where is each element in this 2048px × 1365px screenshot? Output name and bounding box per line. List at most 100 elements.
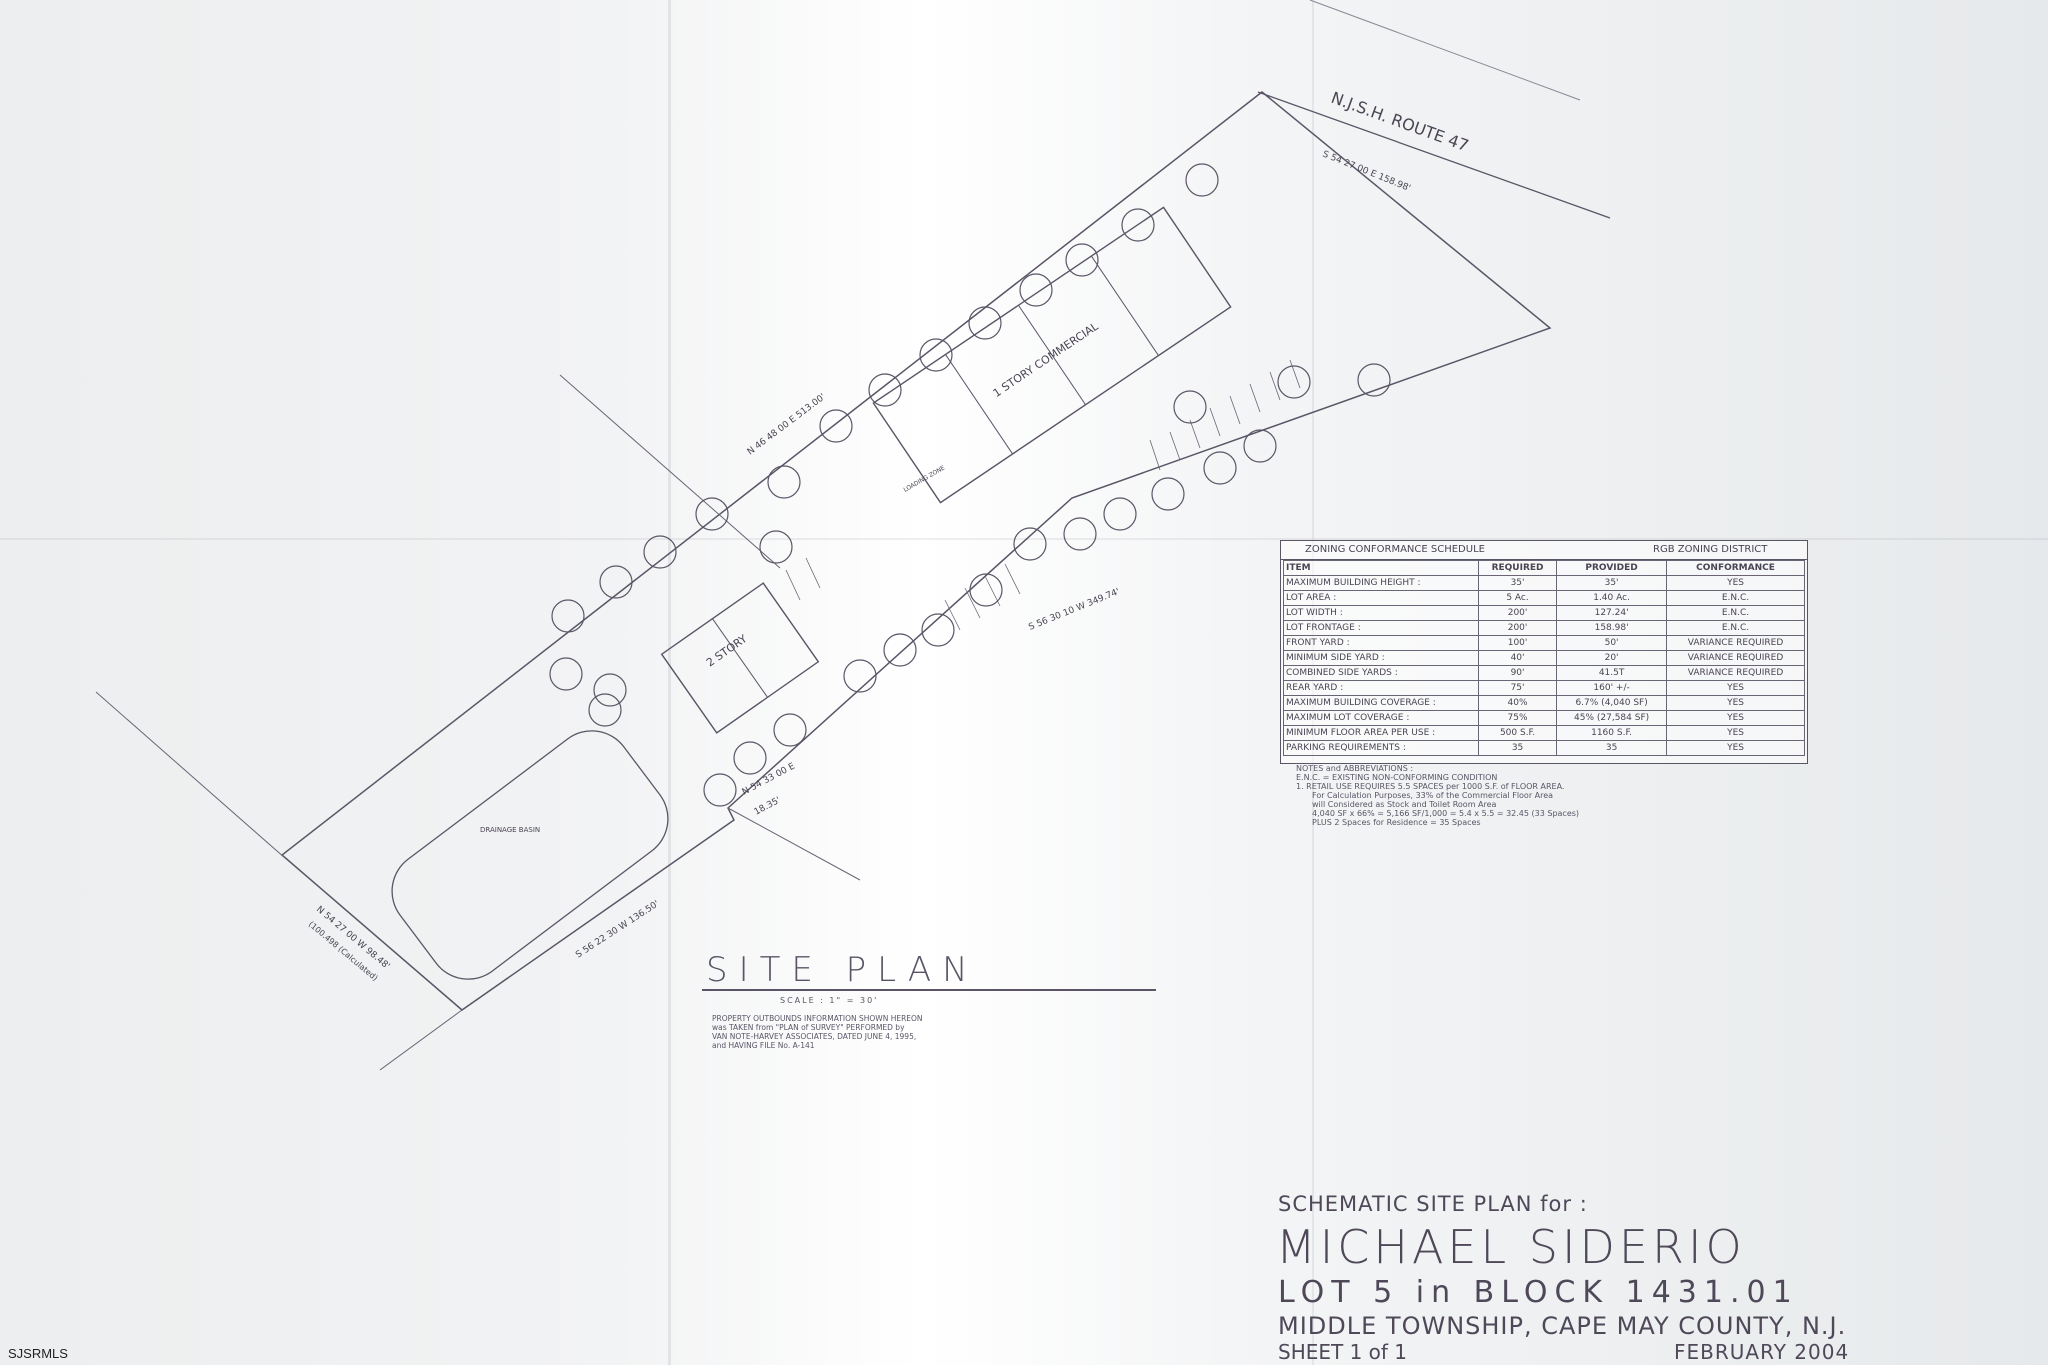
note-line: 4,040 SF x 66% = 5,166 SF/1,000 = 5.4 x … xyxy=(1312,809,1580,818)
bearing-rear: S 56 22 30 W 136.50' xyxy=(574,899,661,960)
property-note-line: VAN NOTE-HARVEY ASSOCIATES, DATED JUNE 4… xyxy=(712,1032,917,1041)
site-plan-title: SITE PLAN xyxy=(706,950,979,990)
bearing-southeast: S 56 30 10 W 349.74' xyxy=(1027,587,1121,633)
col-item: ITEM xyxy=(1283,560,1479,576)
fold-crease xyxy=(0,538,2048,540)
note-line: E.N.C. = EXISTING NON-CONFORMING CONDITI… xyxy=(1296,773,1498,782)
schedule-cell-item: MAXIMUM BUILDING HEIGHT : xyxy=(1283,575,1479,591)
schedule-cell-item: LOT WIDTH : xyxy=(1283,605,1479,621)
schedule-cell-provided: 45% (27,584 SF) xyxy=(1556,710,1668,726)
property-note-line: was TAKEN from "PLAN of SURVEY" PERFORME… xyxy=(712,1023,905,1032)
schedule-cell-required: 100' xyxy=(1477,635,1558,651)
col-required: REQUIRED xyxy=(1477,560,1558,576)
schedule-cell-conformance: VARIANCE REQUIRED xyxy=(1666,650,1805,666)
schedule-cell-item: COMBINED SIDE YARDS : xyxy=(1283,665,1479,681)
schedule-cell-item: REAR YARD : xyxy=(1283,680,1479,696)
schedule-cell-conformance: E.N.C. xyxy=(1666,590,1805,606)
drainage-label: DRAINAGE BASIN xyxy=(480,826,540,834)
schedule-cell-conformance: VARIANCE REQUIRED xyxy=(1666,635,1805,651)
schedule-cell-item: MINIMUM SIDE YARD : xyxy=(1283,650,1479,666)
property-note: PROPERTY OUTBOUNDS INFORMATION SHOWN HER… xyxy=(712,1014,942,1050)
schedule-cell-required: 5 Ac. xyxy=(1477,590,1558,606)
schedule-cell-item: LOT AREA : xyxy=(1283,590,1479,606)
note-line: NOTES and ABBREVIATIONS : xyxy=(1296,764,1414,773)
schedule-cell-conformance: E.N.C. xyxy=(1666,605,1805,621)
schedule-row: MAXIMUM BUILDING HEIGHT :35'35'YES xyxy=(1283,575,1805,591)
schedule-cell-conformance: YES xyxy=(1666,680,1805,696)
commercial-label: 1 STORY COMMERCIAL xyxy=(991,319,1102,400)
property-boundary xyxy=(280,91,1552,1011)
schedule-cell-provided: 35' xyxy=(1556,575,1668,591)
title-block-owner: MICHAEL SIDERIO xyxy=(1276,1220,1746,1274)
mls-watermark: SJSRMLS xyxy=(8,1346,68,1361)
note-line: 1. RETAIL USE REQUIRES 5.5 SPACES per 10… xyxy=(1296,782,1565,791)
schedule-cell-provided: 127.24' xyxy=(1556,605,1668,621)
schedule-row: FRONT YARD :100'50'VARIANCE REQUIRED xyxy=(1283,635,1805,651)
schedule-cell-conformance: YES xyxy=(1666,695,1805,711)
schedule-cell-provided: 35 xyxy=(1556,740,1668,756)
road-label: N.J.S.H. ROUTE 47 xyxy=(1329,88,1472,155)
schedule-cell-provided: 1.40 Ac. xyxy=(1556,590,1668,606)
title-block-location: MIDDLE TOWNSHIP, CAPE MAY COUNTY, N.J. xyxy=(1278,1312,1847,1340)
schedule-row: MAXIMUM BUILDING COVERAGE :40%6.7% (4,04… xyxy=(1283,695,1805,711)
schedule-title: ZONING CONFORMANCE SCHEDULE xyxy=(1305,544,1485,555)
schedule-cell-required: 90' xyxy=(1477,665,1558,681)
loading-label: LOADING ZONE xyxy=(903,464,947,493)
schedule-cell-item: PARKING REQUIREMENTS : xyxy=(1283,740,1479,756)
fold-crease xyxy=(668,0,671,1365)
schedule-cell-provided: 6.7% (4,040 SF) xyxy=(1556,695,1668,711)
commercial-building-1: 1 STORY COMMERCIAL xyxy=(872,206,1232,504)
note-line: PLUS 2 Spaces for Residence = 35 Spaces xyxy=(1312,818,1481,827)
two-story-label: 2 STORY xyxy=(704,632,750,669)
schedule-cell-required: 500 S.F. xyxy=(1477,725,1558,741)
zoning-schedule: ZONING CONFORMANCE SCHEDULE RGB ZONING D… xyxy=(1280,540,1808,764)
schedule-cell-item: LOT FRONTAGE : xyxy=(1283,620,1479,636)
schedule-cell-required: 35' xyxy=(1477,575,1558,591)
schedule-cell-required: 200' xyxy=(1477,620,1558,636)
schedule-cell-provided: 20' xyxy=(1556,650,1668,666)
schedule-cell-required: 40' xyxy=(1477,650,1558,666)
schedule-row: REAR YARD :75'160' +/-YES xyxy=(1283,680,1805,696)
schedule-cell-conformance: YES xyxy=(1666,575,1805,591)
road-edge xyxy=(1309,0,1581,101)
schedule-row: LOT FRONTAGE :200'158.98'E.N.C. xyxy=(1283,620,1805,636)
schedule-cell-conformance: YES xyxy=(1666,740,1805,756)
schedule-cell-provided: 160' +/- xyxy=(1556,680,1668,696)
schedule-table: ITEM REQUIRED PROVIDED CONFORMANCE MAXIM… xyxy=(1283,560,1805,756)
schedule-row: MINIMUM SIDE YARD :40'20'VARIANCE REQUIR… xyxy=(1283,650,1805,666)
property-note-line: PROPERTY OUTBOUNDS INFORMATION SHOWN HER… xyxy=(712,1014,923,1023)
schedule-cell-required: 40% xyxy=(1477,695,1558,711)
bearing-frontage: S 54 27 00 E 158.98' xyxy=(1321,150,1412,194)
schedule-cell-required: 200' xyxy=(1477,605,1558,621)
title-block-date: FEBRUARY 2004 xyxy=(1674,1340,1850,1364)
note-line: For Calculation Purposes, 33% of the Com… xyxy=(1312,791,1554,800)
schedule-notes: NOTES and ABBREVIATIONS :E.N.C. = EXISTI… xyxy=(1296,764,1696,827)
schedule-cell-item: MAXIMUM BUILDING COVERAGE : xyxy=(1283,695,1479,711)
schedule-cell-required: 75% xyxy=(1477,710,1558,726)
bearing-jog-dist: 18.35' xyxy=(753,796,783,818)
col-conformance: CONFORMANCE xyxy=(1666,560,1805,576)
schedule-row: LOT AREA :5 Ac.1.40 Ac.E.N.C. xyxy=(1283,590,1805,606)
bearing-jog: N 54 33 00 E xyxy=(741,761,797,797)
schedule-cell-conformance: YES xyxy=(1666,725,1805,741)
title-block-lot: LOT 5 in BLOCK 1431.01 xyxy=(1278,1275,1799,1310)
site-plan-scale: SCALE : 1" = 30' xyxy=(780,996,879,1005)
schedule-cell-provided: 50' xyxy=(1556,635,1668,651)
schedule-cell-required: 75' xyxy=(1477,680,1558,696)
schedule-cell-provided: 1160 S.F. xyxy=(1556,725,1668,741)
schedule-row: LOT WIDTH :200'127.24'E.N.C. xyxy=(1283,605,1805,621)
schedule-header: ZONING CONFORMANCE SCHEDULE RGB ZONING D… xyxy=(1281,541,1807,560)
schedule-cell-provided: 41.5T xyxy=(1556,665,1668,681)
title-block-heading: SCHEMATIC SITE PLAN for : xyxy=(1278,1192,1588,1216)
schedule-cell-item: FRONT YARD : xyxy=(1283,635,1479,651)
schedule-row: MAXIMUM LOT COVERAGE :75%45% (27,584 SF)… xyxy=(1283,710,1805,726)
title-underline xyxy=(702,989,1156,991)
tree-symbols xyxy=(549,163,1391,807)
road-line xyxy=(1257,91,1611,219)
commercial-building-2: 2 STORY xyxy=(660,582,820,734)
schedule-cell-conformance: E.N.C. xyxy=(1666,620,1805,636)
schedule-district: RGB ZONING DISTRICT xyxy=(1653,544,1768,555)
